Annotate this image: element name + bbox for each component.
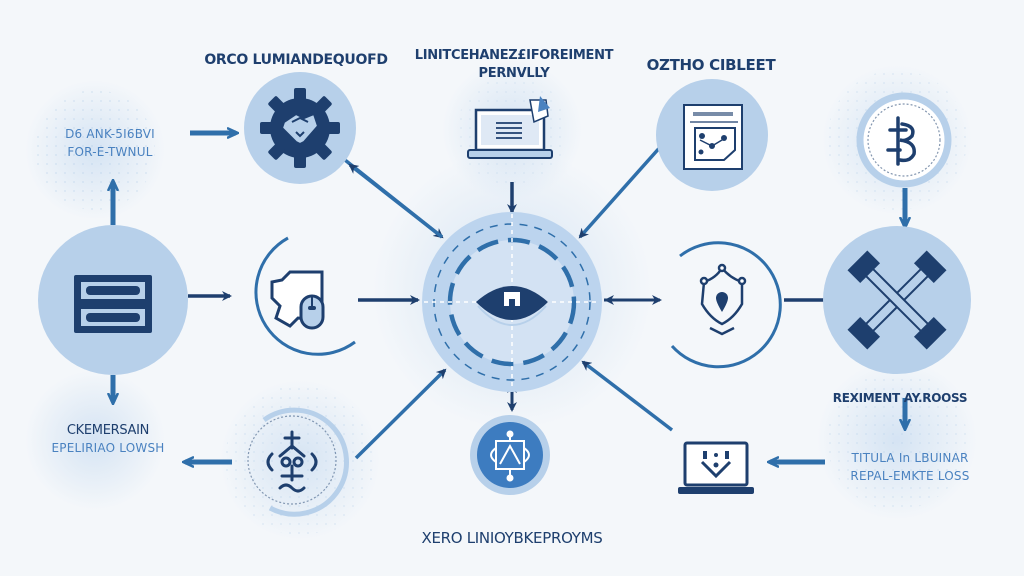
laptop-download-icon bbox=[678, 441, 754, 494]
connectors bbox=[113, 133, 905, 462]
report-board-icon bbox=[683, 104, 743, 170]
report-board-node[interactable] bbox=[656, 79, 768, 191]
network-node[interactable] bbox=[470, 415, 550, 495]
label-top-center-line1: LINITCEHANEZ£IFOREIMENT bbox=[414, 48, 614, 63]
laptop-download-node[interactable] bbox=[678, 441, 754, 494]
tools-node[interactable] bbox=[823, 226, 971, 374]
laptop-document-node[interactable] bbox=[467, 96, 553, 159]
server-icon bbox=[74, 275, 152, 333]
label-left-lower-line1: CKEMERSAIN bbox=[66, 423, 150, 438]
label-left-upper-line2: FOR-E-TWNUL bbox=[67, 145, 153, 159]
laptop-document-icon bbox=[467, 96, 553, 159]
badge-seal-node[interactable] bbox=[856, 92, 952, 188]
label-left-lower-line2: EPELIRIAO LOWSH bbox=[51, 441, 165, 455]
central-hub-node[interactable] bbox=[422, 212, 602, 392]
shield-mouse-node[interactable] bbox=[254, 236, 356, 356]
label-bottom-center: XERO LINIOYBKEPROYMS bbox=[421, 529, 603, 547]
server-node[interactable] bbox=[38, 225, 188, 375]
emblem-node[interactable] bbox=[247, 407, 349, 517]
eye-target-icon bbox=[476, 286, 548, 326]
gear-node[interactable] bbox=[244, 72, 356, 184]
shield-location-icon bbox=[699, 263, 747, 336]
label-top-center-line2: PERNVLLY bbox=[478, 66, 550, 81]
shield-location-node[interactable] bbox=[670, 241, 782, 369]
crossed-tools-icon bbox=[847, 250, 947, 350]
label-top-right: OZTHO CIBLEET bbox=[646, 56, 776, 74]
label-right-lower-line2: REPAL-EMKTE LOSS bbox=[850, 469, 970, 483]
shield-mouse-icon bbox=[270, 270, 325, 330]
label-top-left: ORCO LUMIANDEQUOFD bbox=[204, 52, 388, 68]
label-left-upper-line1: D6 ANK-5I6BVI bbox=[65, 127, 155, 141]
gear-handshake-icon bbox=[260, 88, 340, 168]
label-right-lower-line1: TITULA In LBUINAR bbox=[851, 451, 969, 465]
currency-seal-icon bbox=[886, 116, 916, 166]
emblem-seal-icon bbox=[266, 430, 318, 493]
label-right-middle: REXIMENT AY.ROOSS bbox=[832, 391, 968, 405]
network-pattern-icon bbox=[490, 430, 530, 482]
